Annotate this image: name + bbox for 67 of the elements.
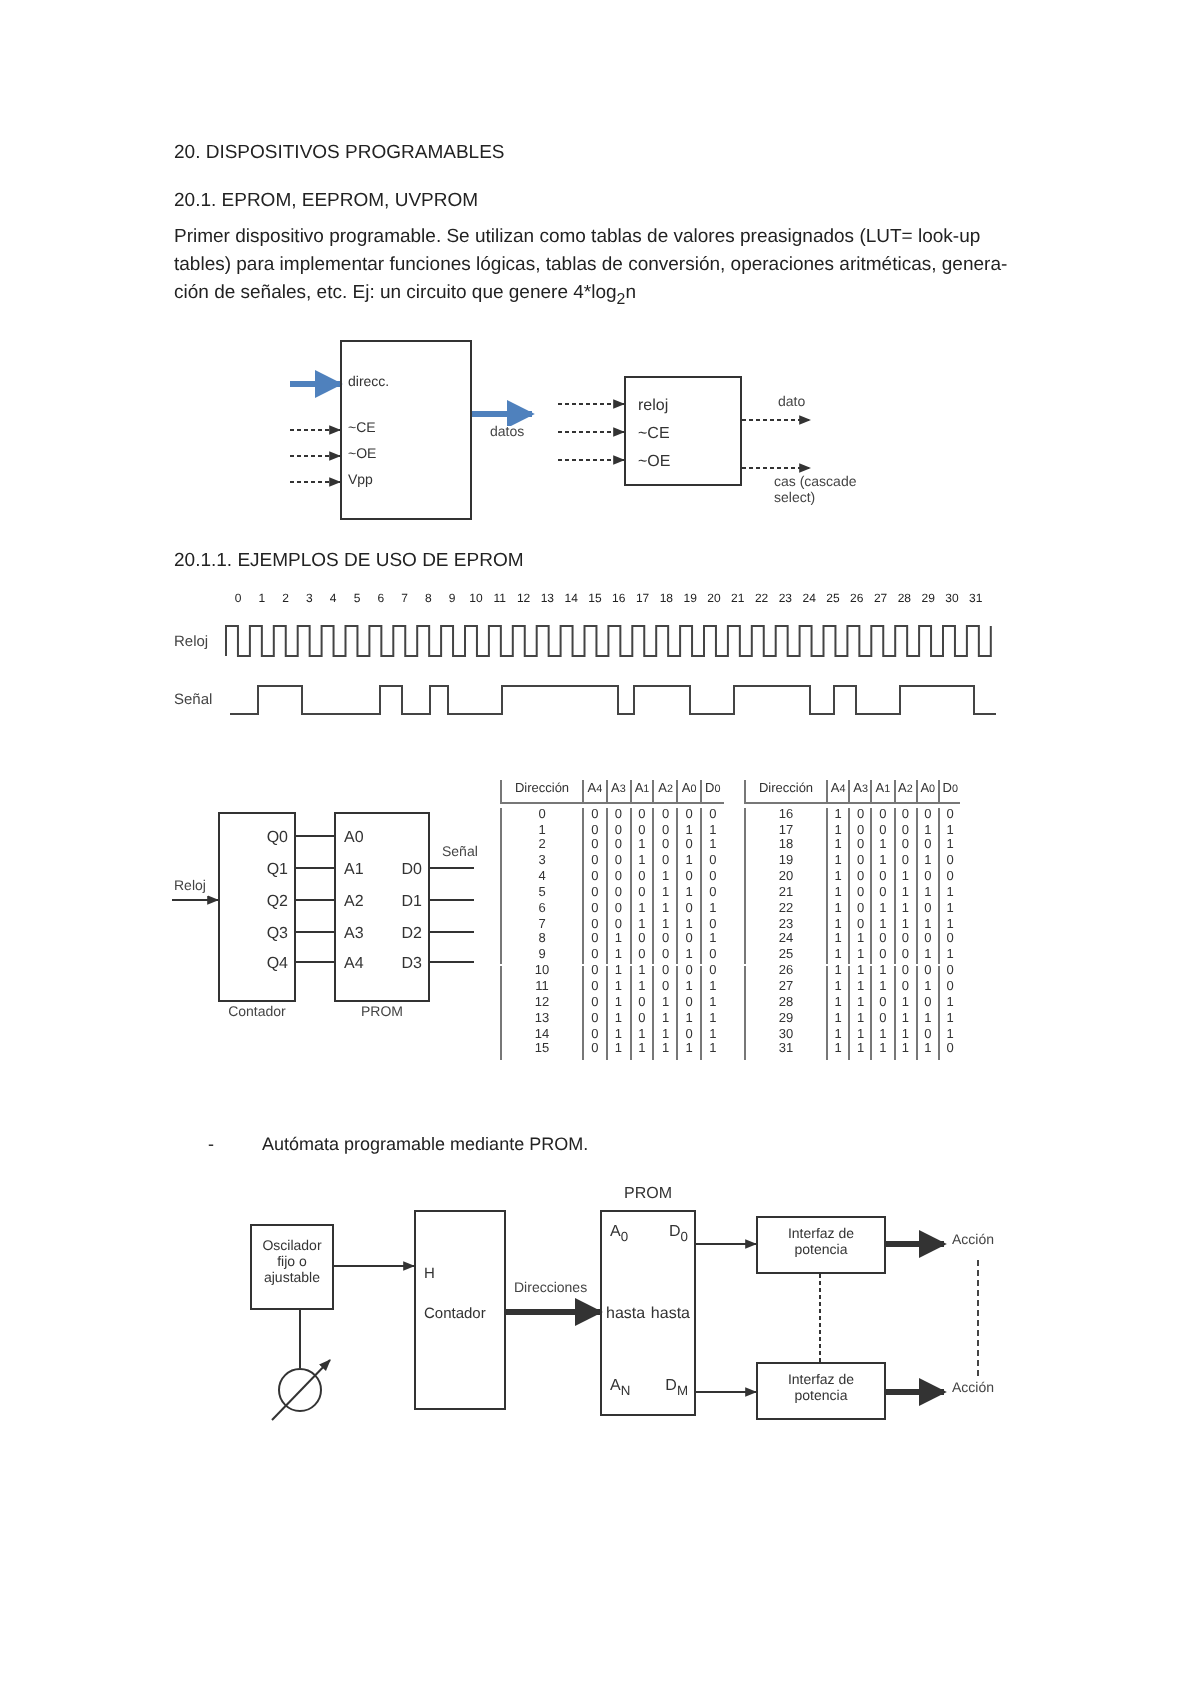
arrow — [289, 477, 342, 487]
prom-block — [334, 812, 430, 1002]
pin-label: hasta — [606, 1304, 646, 1323]
arrow — [741, 463, 812, 473]
pin-label: A$_{N}$ — [610, 1376, 631, 1401]
counter-block — [218, 812, 296, 1002]
bullet-text: Autómata programable mediante PROM. — [262, 1134, 589, 1155]
pin-label: D$_{0}$ — [669, 1222, 688, 1247]
arrow — [333, 1261, 416, 1271]
bullet-dash: - — [208, 1134, 214, 1155]
pin-label: Q0 — [266, 828, 288, 847]
connector-line — [295, 961, 335, 963]
arrow — [289, 425, 342, 435]
pin-label: Q4 — [266, 954, 288, 973]
connector-line — [429, 899, 475, 901]
section-heading: 20.1.1. EJEMPLOS DE USO DE EPROM — [174, 552, 524, 574]
block-title: PROM — [622, 1184, 674, 1203]
arrow — [171, 895, 220, 905]
connector-line — [295, 835, 335, 837]
connector-line — [429, 961, 475, 963]
section-heading: 20. DISPOSITIVOS PROGRAMABLES — [174, 144, 505, 166]
connector-line — [429, 931, 475, 933]
pin-label: A2 — [344, 892, 364, 911]
connector-line — [299, 1309, 301, 1369]
pin-label: D$_{M}$ — [665, 1376, 688, 1401]
arrow — [557, 399, 626, 409]
pin-label: A4 — [344, 954, 364, 973]
arrow — [695, 1239, 758, 1249]
pin-label: D3 — [401, 954, 422, 973]
pin-label: A0 — [344, 828, 364, 847]
pin-label: ~CE — [638, 424, 670, 443]
bus-arrow — [506, 1298, 603, 1326]
adjustment-dial — [278, 1368, 322, 1412]
eprom-block — [340, 340, 472, 520]
interface-block — [756, 1216, 886, 1274]
arrow — [557, 455, 626, 465]
pin-label: ~OE — [638, 452, 671, 471]
connector-line — [295, 931, 335, 933]
paragraph: Primer dispositivo programable. Se utilizan como tablas de valores preasignados (LUT= look-up tables) para implementar funciones lógicas, tablas de conversión, operaciones aritméticas, genera-ción de señales, etc. Ej: un circuito que genere 4*log$_{2}$n — [174, 224, 1010, 310]
pin-label: D0 — [401, 860, 422, 879]
pin-label: Q2 — [266, 892, 288, 911]
arrow — [741, 415, 812, 425]
arrow — [289, 451, 342, 461]
oscillator-block — [250, 1224, 334, 1310]
interface-block — [756, 1362, 886, 1420]
pin-label: D2 — [401, 924, 422, 943]
connector-line — [295, 867, 335, 869]
bus-arrow — [290, 370, 343, 398]
pin-label: reloj — [638, 396, 669, 415]
counter-block — [414, 1210, 506, 1410]
pin-label: D1 — [401, 892, 422, 911]
connector-line — [295, 899, 335, 901]
memory-block — [624, 376, 742, 486]
connector-line — [429, 867, 475, 869]
pin-label: A$_{0}$ — [610, 1222, 629, 1247]
arrow — [695, 1387, 758, 1397]
bus-arrow — [886, 1230, 947, 1258]
pin-label: hasta — [650, 1304, 690, 1323]
arrow — [557, 427, 626, 437]
dashed-line — [819, 1273, 821, 1363]
pin-label: Q1 — [266, 860, 288, 879]
section-heading: 20.1. EPROM, EEPROM, UVPROM — [174, 192, 479, 214]
bus-arrow — [886, 1378, 947, 1406]
pin-label: Q3 — [266, 924, 288, 943]
pin-label: A1 — [344, 860, 364, 879]
pin-label: A3 — [344, 924, 364, 943]
bus-arrow — [472, 400, 535, 428]
